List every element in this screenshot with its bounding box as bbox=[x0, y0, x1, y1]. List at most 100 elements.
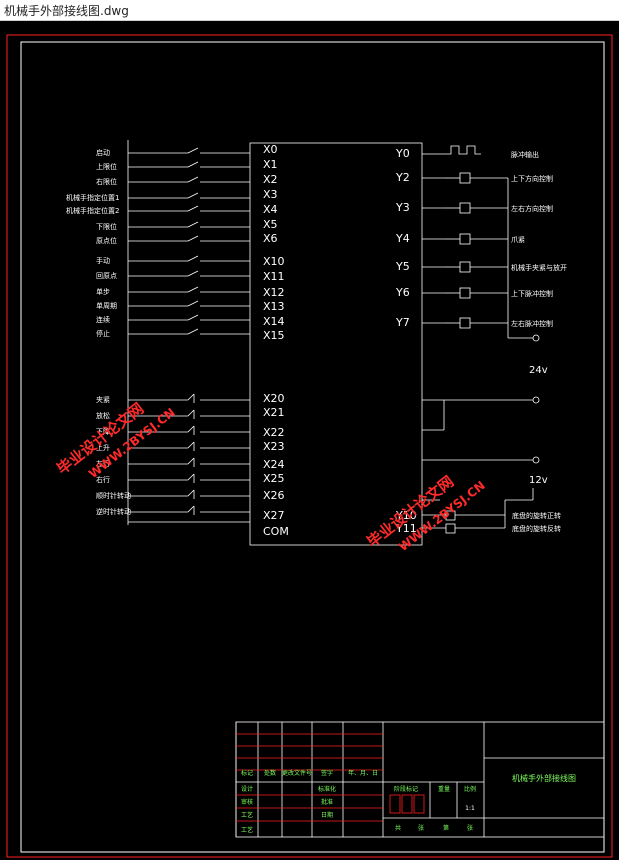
output-0-label: 脉冲输出 bbox=[511, 150, 539, 159]
input-b-4-label: 连续 bbox=[96, 315, 110, 324]
input-c-3-pin: X23 bbox=[263, 440, 285, 453]
tb-row-label-5: 日期 bbox=[321, 811, 333, 819]
input-b-4-switch-blade bbox=[187, 314, 199, 321]
tb-sheet-part-2: 第 bbox=[443, 824, 449, 832]
input-b-1-label: 回原点 bbox=[96, 272, 117, 280]
watermark-right: 毕业设计论文网 WWW.2BYSJ.CN bbox=[363, 472, 487, 554]
input-a-5-label: 下限位 bbox=[96, 222, 117, 231]
output-3-pin: Y4 bbox=[395, 232, 410, 245]
input-c-5-label: 右行 bbox=[96, 475, 110, 484]
input-b-2-switch-blade bbox=[187, 286, 199, 293]
input-b-3-switch-blade bbox=[187, 300, 199, 307]
input-a-1-pin: X1 bbox=[263, 158, 278, 171]
input-c-0-pin: X20 bbox=[263, 392, 285, 405]
input-a-2-pin: X2 bbox=[263, 173, 278, 186]
input-c-3-label: 上升 bbox=[96, 443, 110, 452]
input-b-5-label: 停止 bbox=[96, 329, 110, 338]
input-c-4-pin: X24 bbox=[263, 458, 285, 471]
tb-col-header-4: 年、月、日 bbox=[348, 769, 378, 777]
input-c-1-switch-blade bbox=[187, 409, 195, 417]
tb-scale-value: 1:1 bbox=[465, 805, 475, 812]
input-c-2-switch-blade bbox=[187, 425, 195, 433]
input-a-extra-0-label: 机械手指定位置1 bbox=[66, 193, 119, 202]
input-b-2-label: 单步 bbox=[96, 287, 110, 296]
output-5-label: 上下脉冲控制 bbox=[511, 289, 553, 298]
input-b-3-pin: X13 bbox=[263, 300, 285, 313]
plc-box bbox=[249, 142, 423, 546]
input-c-2-pin: X22 bbox=[263, 426, 285, 439]
input-a-1-switch-blade bbox=[187, 161, 199, 168]
tb-stage-box-2 bbox=[413, 794, 425, 814]
output-1-coil bbox=[459, 172, 471, 184]
output-0-pin: Y0 bbox=[395, 147, 410, 160]
input-a-4-switch-blade bbox=[187, 205, 199, 212]
inner-frame bbox=[20, 41, 605, 853]
tb-stage-label: 阶段标记 bbox=[394, 785, 418, 793]
input-b-0-switch-blade bbox=[187, 255, 199, 262]
output-y10-coil bbox=[445, 510, 456, 521]
tb-col-header-3: 签字 bbox=[321, 769, 333, 777]
input-b-0-pin: X10 bbox=[263, 255, 285, 268]
input-c-0-label: 夹紧 bbox=[96, 395, 110, 404]
output-6-label: 左右脉冲控制 bbox=[511, 319, 553, 328]
input-b-2-pin: X12 bbox=[263, 286, 285, 299]
input-c-5-pin: X25 bbox=[263, 472, 285, 485]
terminal-24v bbox=[532, 396, 540, 404]
input-c-7-pin: X27 bbox=[263, 509, 285, 522]
output-3-coil bbox=[459, 233, 471, 245]
input-b-1-switch-blade bbox=[187, 270, 199, 277]
input-c-2-label: 下降 bbox=[96, 427, 110, 436]
input-a-6-pin: X6 bbox=[263, 232, 278, 245]
window-titlebar: 机械手外部接线图.dwg bbox=[0, 0, 619, 21]
tb-row-label-2: 工艺 bbox=[241, 811, 253, 819]
input-a-3-pin: X3 bbox=[263, 188, 278, 201]
tb-scale-label: 比例 bbox=[464, 785, 476, 793]
input-wiring: X0启动X1上限位X2右限位X3X4X5下限位X6原点位机械手指定位置1机械手指… bbox=[66, 140, 289, 538]
output-y11-label: 底盘的旋转反转 bbox=[512, 524, 561, 533]
outer-frame bbox=[6, 34, 613, 858]
drawing-canvas: X0启动X1上限位X2右限位X3X4X5下限位X6原点位机械手指定位置1机械手指… bbox=[6, 34, 613, 858]
input-c-3-switch-blade bbox=[187, 441, 195, 449]
tb-stage-box-0 bbox=[389, 794, 401, 814]
input-a-2-switch-blade bbox=[187, 176, 199, 183]
input-b-5-switch-blade bbox=[187, 328, 199, 335]
tb-sheet-part-1: 张 bbox=[418, 824, 424, 832]
output-5-coil bbox=[459, 287, 471, 299]
pulse-symbol bbox=[445, 145, 481, 155]
voltage-12v-label: 12v bbox=[529, 475, 548, 486]
output-2-label: 左右方向控制 bbox=[511, 204, 553, 213]
input-a-0-switch-blade bbox=[187, 147, 199, 154]
input-a-2-label: 右限位 bbox=[96, 177, 117, 186]
input-a-6-label: 原点位 bbox=[96, 236, 117, 245]
input-c-5-switch-blade bbox=[187, 473, 195, 481]
input-c-1-label: 放松 bbox=[96, 411, 110, 420]
input-b-4-pin: X14 bbox=[263, 315, 285, 328]
output-y10-pin: Y10 bbox=[395, 509, 417, 522]
tb-sheet-part-3: 张 bbox=[467, 824, 473, 832]
input-com-pin: COM bbox=[263, 525, 289, 538]
output-6-pin: Y7 bbox=[395, 316, 410, 329]
input-b-0-label: 手动 bbox=[96, 256, 110, 265]
tb-weight-label: 重量 bbox=[438, 785, 450, 793]
output-2-coil bbox=[459, 202, 471, 214]
input-a-0-label: 启动 bbox=[96, 148, 110, 157]
input-b-5-pin: X15 bbox=[263, 329, 285, 342]
output-2-pin: Y3 bbox=[395, 201, 410, 214]
input-c-7-switch-blade bbox=[187, 505, 195, 513]
output-1-pin: Y2 bbox=[395, 171, 410, 184]
input-c-4-switch-blade bbox=[187, 457, 195, 465]
input-a-5-switch-blade bbox=[187, 221, 199, 228]
tb-col-header-1: 处数 bbox=[264, 769, 276, 777]
input-a-3-switch-blade bbox=[187, 192, 199, 199]
input-c-4-label: 左行 bbox=[96, 459, 110, 468]
output-6-coil bbox=[459, 317, 471, 329]
input-a-1-label: 上限位 bbox=[96, 162, 117, 171]
output-y10-label: 底盘的旋转正转 bbox=[512, 511, 561, 520]
input-c-0-switch-blade bbox=[187, 393, 195, 401]
output-terminal bbox=[532, 334, 540, 342]
tb-stage-box-1 bbox=[401, 794, 413, 814]
input-c-7-label: 逆时针转动 bbox=[96, 507, 131, 516]
tb-sheet-part-0: 共 bbox=[395, 824, 401, 832]
window-title: 机械手外部接线图.dwg bbox=[4, 4, 129, 18]
